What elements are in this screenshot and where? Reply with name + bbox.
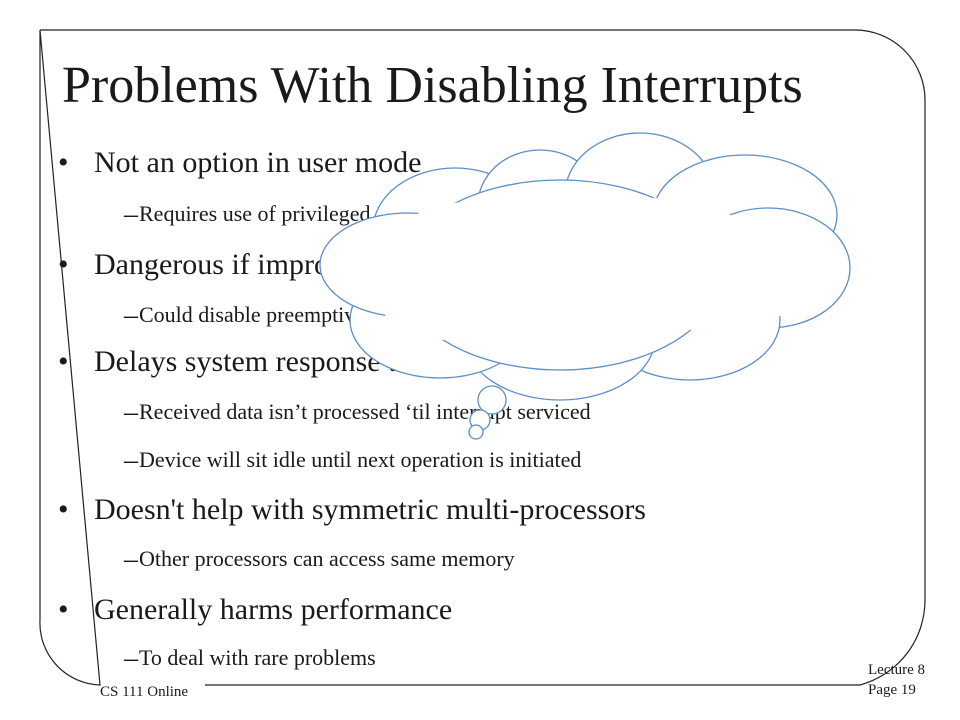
thought-bubble-dot <box>477 385 507 415</box>
dash-marker: – <box>124 397 138 428</box>
sub-bullet-4-1-text: Other processors can access same memory <box>139 546 515 571</box>
dash-marker: – <box>124 544 138 575</box>
cloud-fill <box>450 282 670 358</box>
dash-marker: – <box>124 199 138 230</box>
sub-bullet-4-1: –Other processors can access same memory <box>124 546 515 574</box>
bullet-4-text: Doesn't help with symmetric multi-proces… <box>94 493 646 526</box>
dash-marker: – <box>124 643 138 674</box>
sub-bullet-3-2: –Device will sit idle until next operati… <box>124 447 581 475</box>
sub-bullet-5-1-text: To deal with rare problems <box>139 645 376 670</box>
bullet-5-text: Generally harms performance <box>94 593 453 626</box>
course-label: CS 111 Online <box>100 684 189 700</box>
dash-marker: – <box>124 300 138 331</box>
dash-marker: – <box>124 445 138 476</box>
bullet-marker: • <box>58 593 69 626</box>
sub-bullet-3-2-text: Device will sit idle until next operatio… <box>139 447 582 472</box>
thought-bubble-dot <box>468 424 484 440</box>
page-info: Lecture 8 Page 19 <box>868 660 925 700</box>
bullet-marker: • <box>58 146 69 179</box>
page-number: Page 19 <box>868 682 916 698</box>
sub-bullet-5-1: –To deal with rare problems <box>124 645 376 673</box>
bullet-marker: • <box>58 345 69 378</box>
bullet-4: • Doesn't help with symmetric multi-proce… <box>58 495 646 525</box>
slide-title: Problems With Disabling Interrupts <box>62 57 803 114</box>
lecture-label: Lecture 8 <box>868 662 926 678</box>
bullet-marker: • <box>58 248 69 281</box>
cloud-shape <box>319 132 851 440</box>
bullet-1: • Not an option in user mode <box>58 148 421 178</box>
bullet-1-text: Not an option in user mode <box>94 146 422 179</box>
bullet-marker: • <box>58 493 69 526</box>
bullet-5: • Generally harms performance <box>58 595 452 625</box>
